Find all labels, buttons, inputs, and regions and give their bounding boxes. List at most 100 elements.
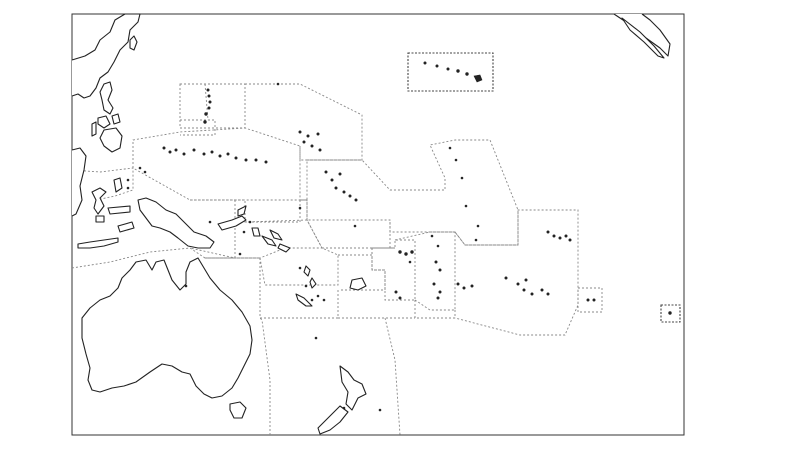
island-dot: [568, 238, 572, 242]
island-dot: [504, 276, 508, 280]
island-dot: [203, 120, 207, 124]
boundary-indonesia: [71, 167, 134, 201]
island-dot: [174, 148, 178, 152]
island-dot: [394, 290, 398, 294]
solomon-c: [277, 243, 291, 253]
island-dot: [398, 250, 402, 254]
hawaii-island-5: [465, 72, 469, 76]
island-dot: [162, 146, 166, 150]
boundary-vanuatu: [338, 254, 386, 291]
island-dot: [298, 266, 302, 270]
island-dot: [302, 140, 306, 144]
island-dot: [204, 112, 208, 116]
new-guinea: [137, 197, 215, 249]
boundary-pitcairn: [577, 287, 603, 313]
island-dots: [126, 61, 672, 412]
island-dot: [540, 288, 544, 292]
island-dot: [474, 238, 478, 242]
island-dot: [248, 220, 252, 224]
island-dot: [334, 186, 338, 190]
island-dot: [314, 336, 318, 340]
fiji: [349, 277, 367, 291]
island-dot: [338, 172, 342, 176]
island-dot: [206, 88, 210, 92]
island-dot: [378, 408, 382, 412]
tasmania: [229, 401, 247, 419]
landmasses: [71, 13, 671, 435]
boundary-easter-island: [660, 304, 681, 323]
island-dot: [324, 170, 328, 174]
hawaii-island-4: [456, 69, 460, 73]
island-dot: [464, 204, 468, 208]
boundary-hawaii: [407, 52, 494, 92]
sumbawa-chain: [77, 237, 119, 249]
island-dot: [322, 298, 326, 302]
island-dot: [470, 284, 474, 288]
baja-peninsula: [621, 17, 665, 59]
island-dot: [306, 134, 310, 138]
island-dot: [592, 298, 596, 302]
map-frame: [71, 13, 685, 436]
island-dot: [516, 282, 520, 286]
vanuatu-a: [303, 265, 311, 277]
new-caledonia: [295, 293, 313, 307]
island-dot: [462, 286, 466, 290]
island-dot: [218, 154, 222, 158]
solomon-a: [261, 235, 277, 247]
nz-north-island: [339, 365, 367, 411]
island-dot: [454, 158, 458, 162]
island-dot: [242, 230, 246, 234]
island-dot: [143, 170, 147, 174]
island-dot: [207, 106, 211, 110]
island-dot: [353, 224, 357, 228]
island-dot: [430, 234, 434, 238]
island-dot: [398, 296, 402, 300]
nz-south-island: [317, 405, 349, 435]
luzon: [99, 81, 114, 115]
seram: [107, 205, 131, 215]
island-dot: [234, 156, 238, 160]
island-dot: [238, 252, 242, 256]
island-dot: [244, 158, 248, 162]
boundary-cook: [454, 209, 579, 336]
island-dot: [438, 290, 442, 294]
island-dot: [254, 158, 258, 162]
island-dot: [184, 284, 188, 288]
island-dot: [276, 82, 280, 86]
boundary-micronesia-states: [132, 127, 301, 201]
hawaii-island-2: [435, 64, 439, 68]
island-dot: [558, 236, 562, 240]
easter-island-dot: [668, 311, 672, 315]
island-dot: [138, 166, 142, 170]
sulawesi: [91, 187, 107, 215]
island-dot: [126, 178, 130, 182]
borneo: [71, 147, 87, 217]
island-dot: [456, 282, 460, 286]
island-dot: [432, 282, 436, 286]
island-dot: [316, 132, 320, 136]
island-dot: [202, 152, 206, 156]
timor: [117, 221, 135, 233]
island-dot: [586, 298, 590, 302]
philippines-island-b: [111, 113, 121, 125]
boundary-fiji: [371, 239, 416, 301]
boundary-tasman: [259, 317, 271, 435]
bougainville: [251, 227, 261, 237]
vanuatu-b: [309, 277, 317, 289]
hawaii-island-3: [446, 67, 450, 71]
solomon-b: [269, 229, 283, 241]
island-dot: [310, 144, 314, 148]
island-dot: [182, 152, 186, 156]
new-ireland: [237, 205, 247, 217]
island-dot: [524, 278, 528, 282]
island-dot: [126, 186, 130, 190]
boundary-nz: [384, 317, 401, 436]
island-dot: [298, 206, 302, 210]
island-dot: [522, 288, 526, 292]
boundary-micronesia-north: [179, 83, 246, 129]
island-dot: [552, 234, 556, 238]
boundary-tonga: [414, 300, 456, 319]
island-dot: [207, 94, 211, 98]
island-dot: [318, 148, 322, 152]
